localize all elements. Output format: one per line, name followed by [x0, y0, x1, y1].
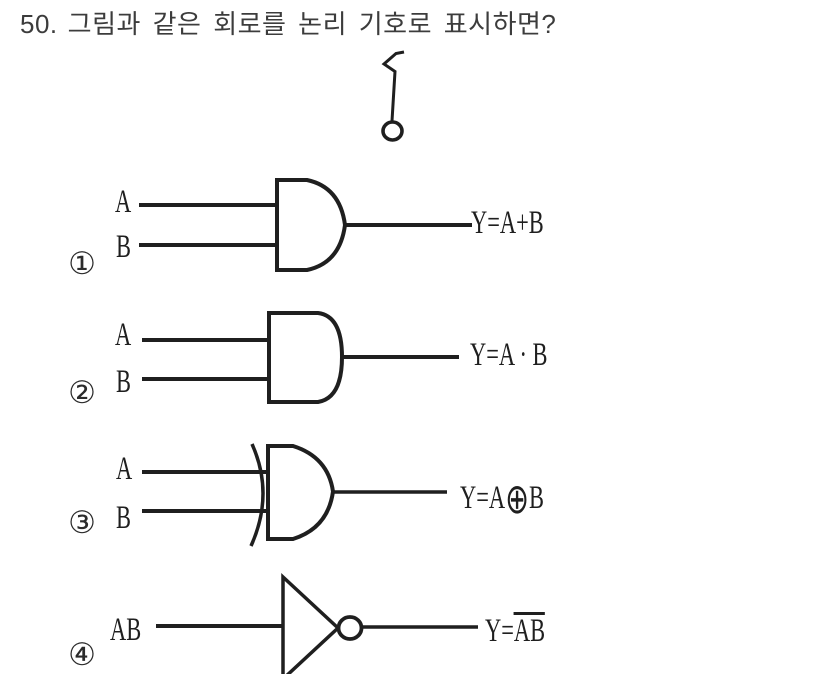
option4-not-gate-triangle [281, 572, 341, 674]
xor-symbol: ⊕ [505, 477, 530, 523]
option1-or-gate-body [275, 178, 348, 272]
option3-result-prefix: Y=A [460, 480, 506, 516]
option4-number: ④ [68, 637, 96, 673]
option2-gate-drawing [142, 311, 459, 404]
option3-number: ③ [68, 505, 96, 541]
option3-input-a-label: A [116, 451, 133, 487]
option1-number: ① [68, 246, 96, 282]
option2-result-label: Y=A · B [470, 337, 548, 373]
option2-and-gate-body [267, 311, 345, 404]
option1-result-label: Y=A+B [471, 205, 544, 241]
option4-result-prefix: Y= [485, 613, 514, 649]
question-number: 50. [20, 9, 58, 39]
option3-result-suffix: B [529, 480, 544, 516]
question-text: 그림과 같은 회로를 논리 기호로 표시하면? [67, 9, 557, 39]
switch-symbol [381, 50, 405, 142]
option2-number: ② [68, 375, 96, 411]
option4-input-label: AB [110, 612, 142, 648]
option1-gate-drawing [139, 178, 472, 272]
option1-input-a-label: A [115, 184, 132, 220]
option3-xor-input-arc [249, 443, 265, 547]
option4-result-label: Y=AB [485, 612, 546, 649]
option4-result-overline: AB [513, 612, 546, 649]
question: 50. 그림과 같은 회로를 논리 기호로 표시하면? [20, 4, 556, 41]
switch-lever-wire [381, 50, 405, 122]
option3-input-b-label: B [116, 500, 131, 536]
option4-inversion-bubble [336, 615, 364, 641]
option2-input-b-label: B [116, 364, 131, 400]
option3-result-label: Y=A⊕B [460, 479, 544, 521]
option3-gate-drawing [142, 443, 447, 547]
option2-input-a-label: A [115, 317, 132, 353]
option4-gate-drawing [156, 572, 478, 674]
option1-input-b-label: B [116, 229, 131, 265]
option3-xor-gate-body [266, 444, 336, 541]
switch-contact-circle [381, 120, 404, 142]
